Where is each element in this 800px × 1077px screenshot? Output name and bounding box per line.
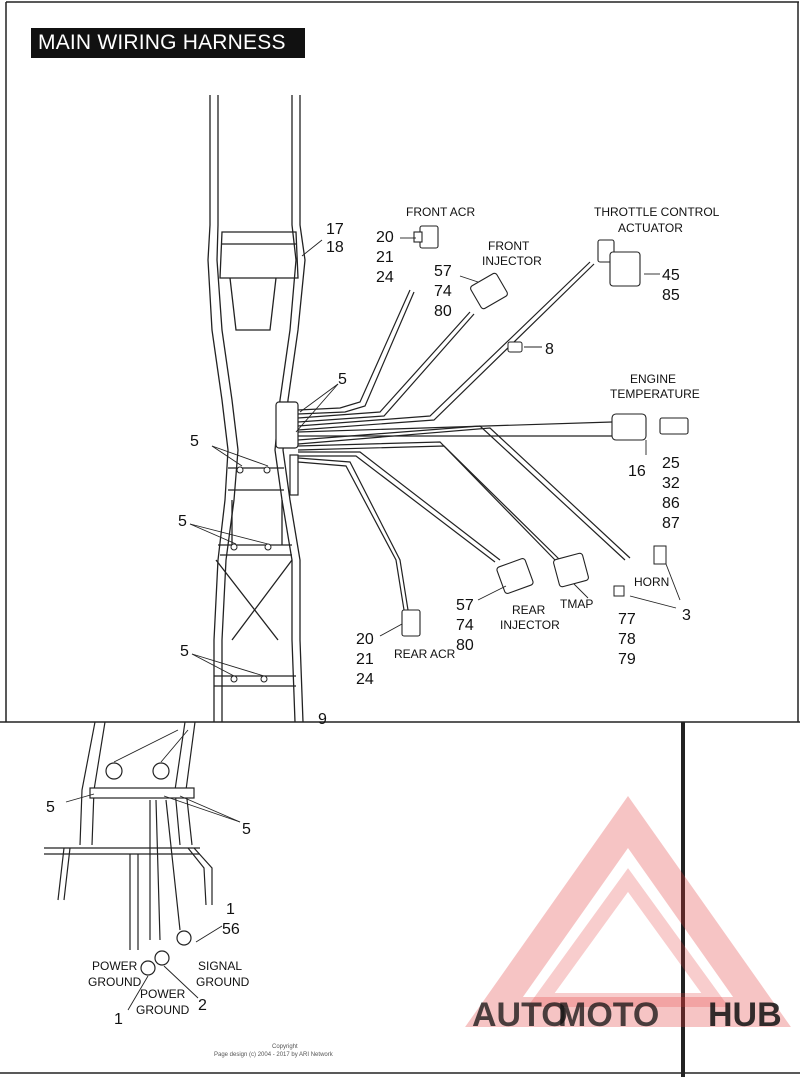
callout-detail-5-left: 5 (46, 799, 55, 816)
ground-detail (44, 721, 213, 976)
watermark-moto: MOTO (558, 996, 659, 1034)
leader-lines (189, 237, 681, 677)
label-rear-injector-line1: REAR (512, 603, 546, 617)
callout-rear-acr-20: 20 (356, 631, 374, 648)
frame-fasteners (230, 466, 272, 683)
label-throttle-line1: THROTTLE CONTROL (594, 205, 720, 219)
connector-front-acr (413, 225, 439, 249)
watermark-text: AUTO MOTO HUB (472, 996, 782, 1034)
callout-front-inj-80: 80 (434, 303, 452, 320)
callout-rear-acr-21: 21 (356, 651, 374, 668)
label-front-injector-line1: FRONT (488, 239, 530, 253)
label-power-ground-left-2: GROUND (88, 975, 142, 989)
callout-engine-86: 86 (662, 495, 680, 512)
label-power-ground-left-1: POWER (92, 959, 138, 973)
callout-engine-32: 32 (662, 475, 680, 492)
callout-clip-8: 8 (545, 341, 554, 358)
callout-engine-16: 16 (628, 463, 646, 480)
callout-throttle-85: 85 (662, 287, 680, 304)
label-engine-temp-line2: TEMPERATURE (610, 387, 700, 401)
callout-tmap-78: 78 (618, 631, 636, 648)
page-title: MAIN WIRING HARNESS (31, 28, 305, 58)
connector-tmap (553, 552, 589, 588)
callout-throttle-45: 45 (662, 267, 680, 284)
callout-rear-inj-80: 80 (456, 637, 474, 654)
callout-power-2: 2 (198, 997, 207, 1014)
callout-18: 18 (326, 239, 344, 256)
callout-signal-1: 1 (226, 901, 235, 918)
watermark-hub: HUB (708, 996, 782, 1034)
watermark-logo (465, 795, 791, 1027)
watermark-auto: AUTO (472, 996, 568, 1034)
callout-power-1: 1 (114, 1011, 123, 1028)
footer-design: Page design (c) 2004 - 2017 by ARI Netwo… (214, 1052, 334, 1058)
label-signal-ground-1: SIGNAL (198, 959, 242, 973)
callout-front-acr-24: 24 (376, 269, 394, 286)
callout-front-inj-74: 74 (434, 283, 452, 300)
label-rear-acr: REAR ACR (394, 647, 456, 661)
harness-clip (507, 341, 523, 353)
label-power-ground-mid-2: GROUND (136, 1003, 190, 1017)
label-engine-temp-line1: ENGINE (630, 372, 676, 386)
label-signal-ground-2: GROUND (196, 975, 250, 989)
callout-front-acr-20: 20 (376, 229, 394, 246)
engine-temp-sensor (611, 413, 689, 441)
callout-frame-5-a: 5 (190, 433, 199, 450)
callout-detail-5-right: 5 (242, 821, 251, 838)
callout-rear-acr-24: 24 (356, 671, 374, 688)
label-power-ground-mid-1: POWER (140, 987, 186, 1001)
callout-frame-5-b: 5 (178, 513, 187, 530)
callout-tmap-79: 79 (618, 651, 636, 668)
label-front-injector-line2: INJECTOR (482, 254, 542, 268)
label-tmap: TMAP (560, 597, 593, 611)
label-throttle-line2: ACTUATOR (618, 221, 683, 235)
callout-ref-9: 9 (318, 711, 327, 728)
callout-17: 17 (326, 221, 344, 238)
footer-copyright: Copyright (272, 1044, 298, 1050)
frame-rails (207, 95, 306, 723)
horn-connectors (613, 545, 667, 597)
detail-leader-lines (65, 729, 241, 1011)
connector-throttle-actuator (597, 239, 641, 287)
callout-rear-inj-57: 57 (456, 597, 474, 614)
label-horn: HORN (634, 575, 669, 589)
callout-signal-56: 56 (222, 921, 240, 938)
callout-harness-5: 5 (338, 371, 347, 388)
label-front-acr: FRONT ACR (406, 205, 475, 219)
harness-bundle (275, 261, 631, 611)
connector-rear-injector (496, 558, 534, 594)
callout-front-acr-21: 21 (376, 249, 394, 266)
callout-engine-25: 25 (662, 455, 680, 472)
callout-engine-87: 87 (662, 515, 680, 532)
callout-frame-5-c: 5 (180, 643, 189, 660)
callout-tmap-77: 77 (618, 611, 636, 628)
callout-rear-inj-74: 74 (456, 617, 474, 634)
label-rear-injector-line2: INJECTOR (500, 618, 560, 632)
callout-front-inj-57: 57 (434, 263, 452, 280)
callout-horn-3: 3 (682, 607, 691, 624)
connector-front-injector (470, 272, 508, 310)
connector-rear-acr (401, 609, 421, 637)
